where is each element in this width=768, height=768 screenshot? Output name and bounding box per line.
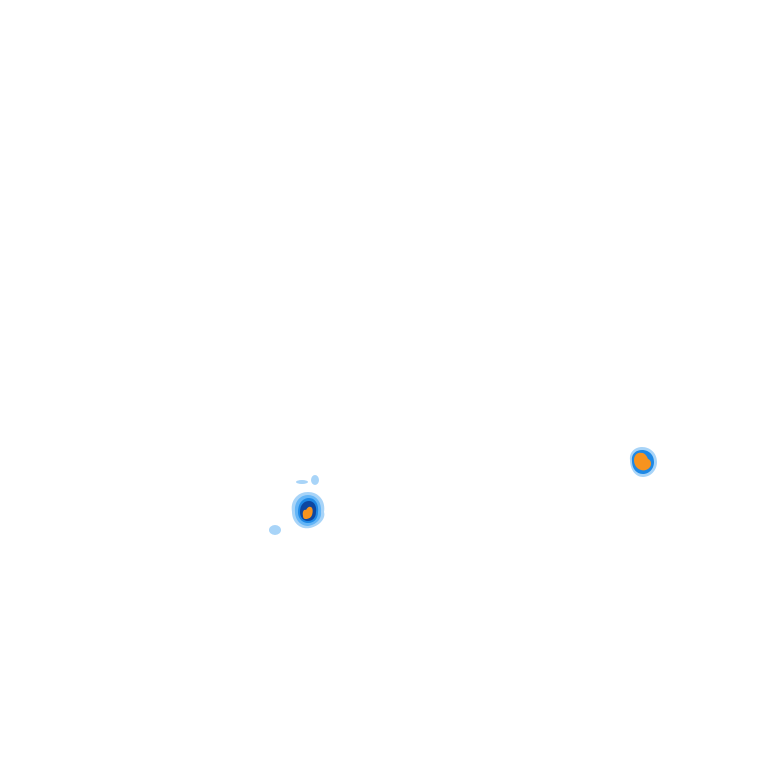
radar-echo-light [269,525,281,535]
radar-echo-light [296,480,308,484]
radar-cell-west [291,492,325,529]
radar-echo-intense [302,506,313,519]
radar-echo-light [311,475,319,485]
radar-cell-fragment-north [296,475,319,485]
radar-cell-east [629,447,657,477]
radar-echo-intense [634,452,652,471]
radar-cell-fragment-southwest [269,525,281,535]
